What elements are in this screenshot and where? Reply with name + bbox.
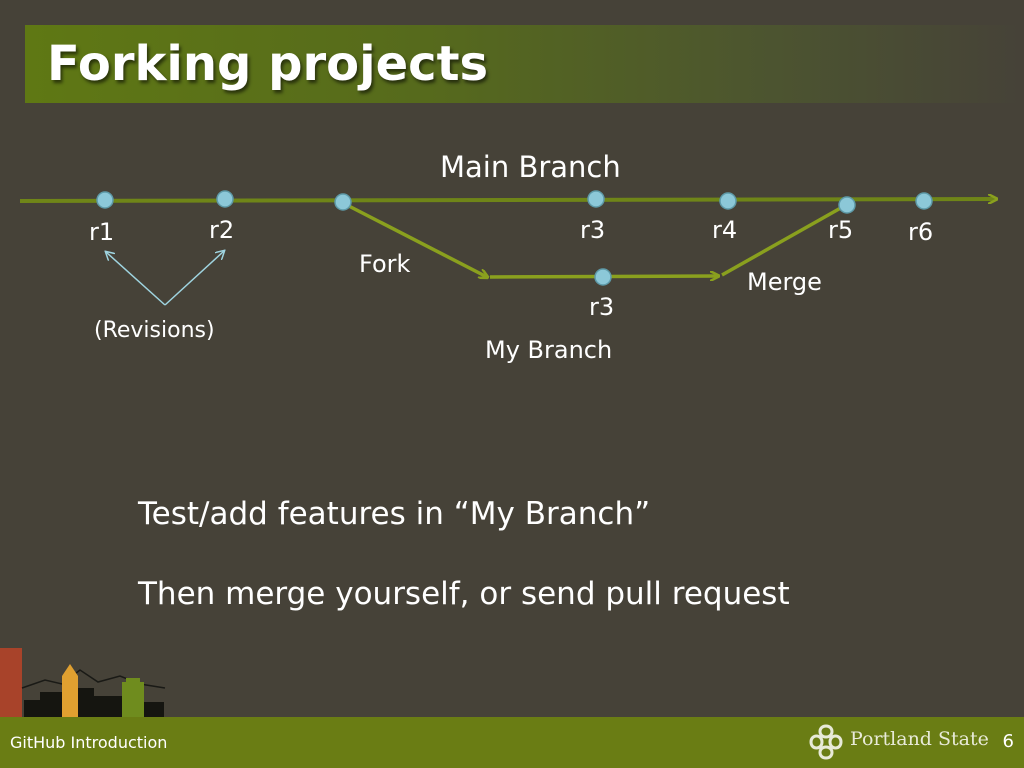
label-r6: r6 bbox=[908, 218, 933, 246]
title-bar: Forking projects bbox=[25, 25, 1024, 103]
node-fork bbox=[334, 193, 352, 211]
node-r1 bbox=[96, 191, 114, 209]
main-branch-line bbox=[19, 199, 996, 201]
footer-bar: GitHub Introduction Portland State 6 bbox=[0, 717, 1024, 768]
slide-title: Forking projects bbox=[47, 36, 489, 92]
city-skyline-graphic bbox=[0, 648, 166, 718]
logo-wordmark: Portland State bbox=[850, 728, 989, 750]
revisions-note: (Revisions) bbox=[94, 318, 215, 343]
page-number: 6 bbox=[1002, 731, 1014, 752]
label-r4: r4 bbox=[712, 216, 737, 244]
portland-state-logo-icon bbox=[809, 724, 843, 760]
label-my-branch-r3: r3 bbox=[589, 293, 614, 321]
main-branch-label: Main Branch bbox=[440, 150, 621, 184]
branch-diagram: Main Branch r1 r2 r3 r4 r5 r6 Fork Merge… bbox=[19, 150, 1024, 364]
bullet-merge-or-pull-request: Then merge yourself, or send pull reques… bbox=[138, 576, 790, 612]
merge-line bbox=[721, 203, 847, 277]
footer-label: GitHub Introduction bbox=[10, 733, 168, 752]
revision-pointer-r2 bbox=[164, 251, 224, 306]
label-r2: r2 bbox=[209, 216, 234, 244]
label-r5: r5 bbox=[828, 216, 853, 244]
node-r5 bbox=[838, 196, 856, 214]
bullet-test-features: Test/add features in “My Branch” bbox=[138, 496, 651, 532]
merge-label: Merge bbox=[747, 268, 822, 296]
revision-pointer-r1 bbox=[106, 252, 166, 306]
fork-label: Fork bbox=[359, 250, 411, 278]
node-r2 bbox=[216, 190, 234, 208]
node-r6 bbox=[915, 192, 933, 210]
label-r1: r1 bbox=[89, 218, 114, 246]
node-my-branch-r3 bbox=[594, 268, 612, 286]
my-branch-label: My Branch bbox=[485, 336, 612, 364]
node-r3 bbox=[587, 190, 605, 208]
node-r4 bbox=[719, 192, 737, 210]
label-r3: r3 bbox=[580, 216, 605, 244]
fork-line bbox=[342, 201, 487, 277]
